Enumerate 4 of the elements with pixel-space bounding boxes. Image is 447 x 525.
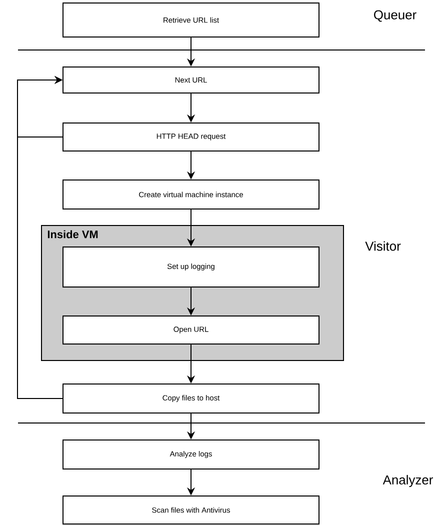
section-label: Visitor bbox=[365, 241, 401, 251]
arrow bbox=[17, 76, 63, 399]
section-label: Queuer bbox=[374, 10, 416, 22]
section-label: Analyzer bbox=[382, 474, 433, 488]
